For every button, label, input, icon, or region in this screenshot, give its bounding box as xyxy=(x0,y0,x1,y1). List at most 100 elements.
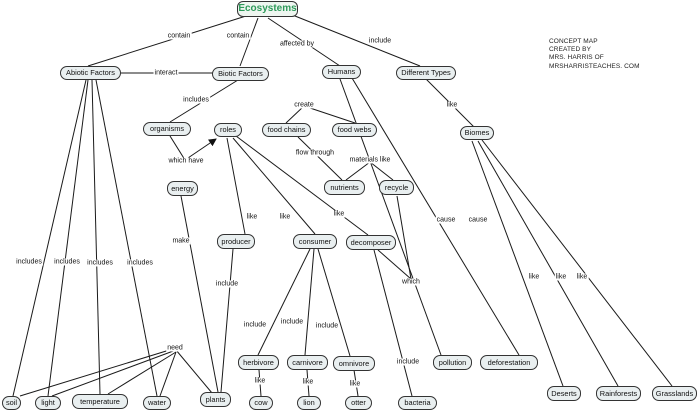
link-need-soil xyxy=(19,347,177,397)
link-eco-abiotic xyxy=(87,15,247,67)
link-recycle-which xyxy=(396,195,412,280)
node-decomposer[interactable]: decomposer xyxy=(346,235,396,250)
link-label-which: which xyxy=(401,278,421,286)
node-rainforests[interactable]: Rainforests xyxy=(596,386,641,401)
link-label-includes-soil: includes xyxy=(15,258,43,266)
node-herbivore[interactable]: herbivore xyxy=(238,355,279,370)
node-otter[interactable]: otter xyxy=(345,396,372,410)
link-materials-recycle xyxy=(369,161,394,181)
node-food-chains[interactable]: food chains xyxy=(262,123,311,137)
link-biomes-grasslands xyxy=(481,139,673,387)
link-label-which-have: which have xyxy=(167,157,205,165)
link-label-like-deserts: like xyxy=(527,273,541,281)
link-label-materials-like: materials like xyxy=(348,156,392,164)
link-label-need: need xyxy=(166,344,184,352)
link-label-includes-light: includes xyxy=(53,258,81,266)
link-label-like-rainforests: like xyxy=(554,273,568,281)
link-label-make: make xyxy=(171,237,191,245)
credit-line-1: CONCEPT MAP xyxy=(549,38,598,45)
node-cow[interactable]: cow xyxy=(249,396,273,410)
link-label-includes-water: includes xyxy=(126,259,154,267)
node-plants[interactable]: plants xyxy=(200,392,231,407)
credit-text: CONCEPT MAP CREATED BY MRS. HARRIS OF MR… xyxy=(549,38,640,71)
link-label-include-herbivore: include xyxy=(242,321,268,329)
node-recycle[interactable]: recycle xyxy=(379,180,414,195)
link-abiotic-soil xyxy=(12,79,87,397)
credit-line-4: MRSHARRISTEACHES. COM xyxy=(549,62,640,70)
link-label-includes-organisms: includes xyxy=(182,96,210,104)
link-label-include-plants: include xyxy=(214,280,240,288)
link-biomes-deserts xyxy=(471,140,564,387)
node-abiotic-factors[interactable]: Abiotic Factors xyxy=(60,66,121,80)
link-label-affected-by: affected by xyxy=(278,40,316,48)
node-soil[interactable]: soil xyxy=(2,396,21,410)
link-roles-consumer xyxy=(232,137,316,235)
node-deserts[interactable]: Deserts xyxy=(547,386,581,401)
node-bacteria[interactable]: bacteria xyxy=(398,396,437,410)
link-label-flow-through: flow through xyxy=(294,149,336,157)
link-roles-decomposer xyxy=(235,135,369,236)
link-eco-types xyxy=(289,13,421,67)
link-humans-deforestation xyxy=(351,77,520,356)
node-ecosystems[interactable]: Ecosystems xyxy=(237,1,298,17)
node-temperature[interactable]: temperature xyxy=(72,394,128,409)
link-need-plants xyxy=(175,349,213,394)
link-consumer-omnivore xyxy=(317,248,351,357)
node-nutrients[interactable]: nutrients xyxy=(324,180,365,195)
node-light[interactable]: light xyxy=(35,396,61,410)
link-label-like-biomes: like xyxy=(445,101,459,109)
node-energy[interactable]: energy xyxy=(167,181,198,196)
node-deforestation[interactable]: deforestation xyxy=(480,355,538,370)
link-label-like-producer: like xyxy=(245,213,259,221)
node-producer[interactable]: producer xyxy=(217,234,255,249)
link-which-decomposer xyxy=(377,249,412,280)
node-lion[interactable]: lion xyxy=(297,396,321,410)
link-consumer-carnivore xyxy=(304,248,315,356)
node-food-webs[interactable]: food webs xyxy=(332,123,377,137)
node-roles[interactable]: roles xyxy=(214,123,242,137)
node-carnivore[interactable]: carnivore xyxy=(287,355,328,370)
link-label-like-otter: like xyxy=(348,380,362,388)
node-biotic-factors[interactable]: Biotic Factors xyxy=(212,67,269,81)
credit-line-3: MRS. HARRIS OF xyxy=(549,54,604,62)
link-label-includes-temperature: includes xyxy=(86,259,114,267)
node-pollution[interactable]: pollution xyxy=(433,355,472,370)
link-label-like-cow: like xyxy=(253,377,267,385)
link-label-like-lion: like xyxy=(301,378,315,386)
link-label-create: create xyxy=(293,101,315,109)
link-label-include-types: include xyxy=(367,37,393,45)
link-label-interact: interact xyxy=(153,69,179,77)
link-create-foodwebs xyxy=(303,105,356,124)
node-water[interactable]: water xyxy=(143,396,171,410)
link-eco-biotic xyxy=(239,17,259,67)
link-abiotic-water xyxy=(95,79,158,397)
link-need-light xyxy=(51,349,177,397)
link-energy-plants xyxy=(180,195,219,393)
link-nutrients-materials xyxy=(345,161,371,181)
node-humans[interactable]: Humans xyxy=(322,65,361,79)
link-label-include-bacteria: include xyxy=(395,358,421,366)
link-need-temperature xyxy=(107,351,177,395)
node-organisms[interactable]: organisms xyxy=(143,122,191,136)
link-label-cause-deforestation: cause xyxy=(467,216,489,224)
node-grasslands[interactable]: Grasslands xyxy=(652,386,697,401)
link-whichhave-roles xyxy=(184,138,217,161)
link-consumer-herbivore xyxy=(257,248,311,356)
link-label-contain-biotic: contain xyxy=(225,32,251,40)
node-biomes[interactable]: Biomes xyxy=(460,126,494,140)
node-omnivore[interactable]: omnivore xyxy=(333,356,375,371)
link-label-cause-pollution: cause xyxy=(435,216,457,224)
credit-line-2: CREATED BY xyxy=(549,46,592,54)
node-different-types[interactable]: Different Types xyxy=(396,66,456,80)
link-label-like-consumer: like xyxy=(278,213,292,221)
link-label-include-carnivore: include xyxy=(279,318,305,326)
link-abiotic-temperature xyxy=(91,79,101,395)
link-label-contain-abiotic: contain xyxy=(166,32,192,40)
link-foodchains-create xyxy=(285,105,305,124)
link-label-like-grasslands: like xyxy=(575,273,589,281)
node-consumer[interactable]: consumer xyxy=(293,234,337,249)
link-biomes-rainforests xyxy=(477,140,619,387)
link-abiotic-light xyxy=(47,79,89,397)
